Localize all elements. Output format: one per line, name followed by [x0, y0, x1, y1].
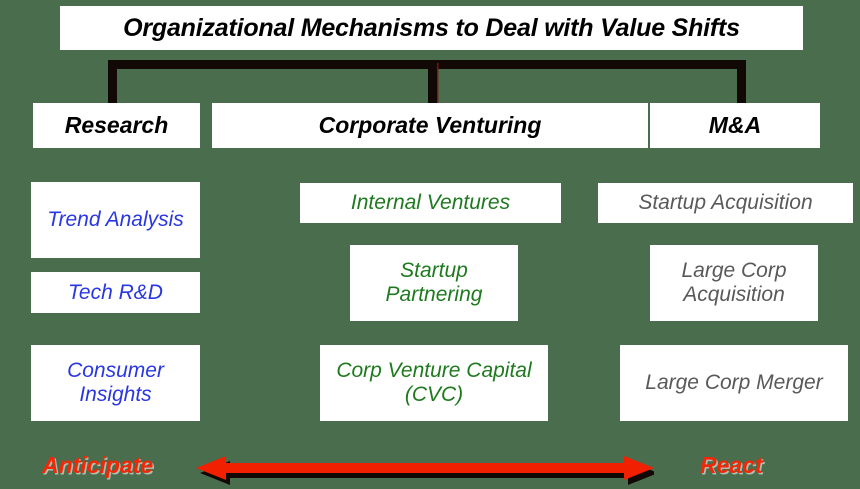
category-header-mergers-acquisitions[interactable]: M&A — [650, 103, 820, 148]
item-internal-ventures[interactable]: Internal Ventures — [300, 183, 561, 223]
diagram-title: Organizational Mechanisms to Deal with V… — [60, 6, 803, 50]
item-startup-acquisition[interactable]: Startup Acquisition — [598, 183, 853, 223]
category-header-research[interactable]: Research — [33, 103, 200, 148]
item-startup-partnering[interactable]: Startup Partnering — [350, 245, 518, 321]
item-large-corp-acquisition[interactable]: Large Corp Acquisition — [650, 245, 818, 321]
double-arrow-icon — [196, 456, 654, 485]
item-trend-analysis[interactable]: Trend Analysis — [31, 182, 200, 258]
category-header-corporate-venturing[interactable]: Corporate Venturing — [212, 103, 648, 148]
spectrum-label-anticipate: Anticipate — [42, 452, 154, 478]
item-consumer-insights[interactable]: Consumer Insights — [31, 345, 200, 421]
spectrum-label-react: React — [700, 452, 763, 478]
item-corp-venture-capital[interactable]: Corp Venture Capital (CVC) — [320, 345, 548, 421]
item-tech-rd[interactable]: Tech R&D — [31, 272, 200, 313]
item-large-corp-merger[interactable]: Large Corp Merger — [620, 345, 848, 421]
bracket-connector-icon — [108, 60, 746, 108]
